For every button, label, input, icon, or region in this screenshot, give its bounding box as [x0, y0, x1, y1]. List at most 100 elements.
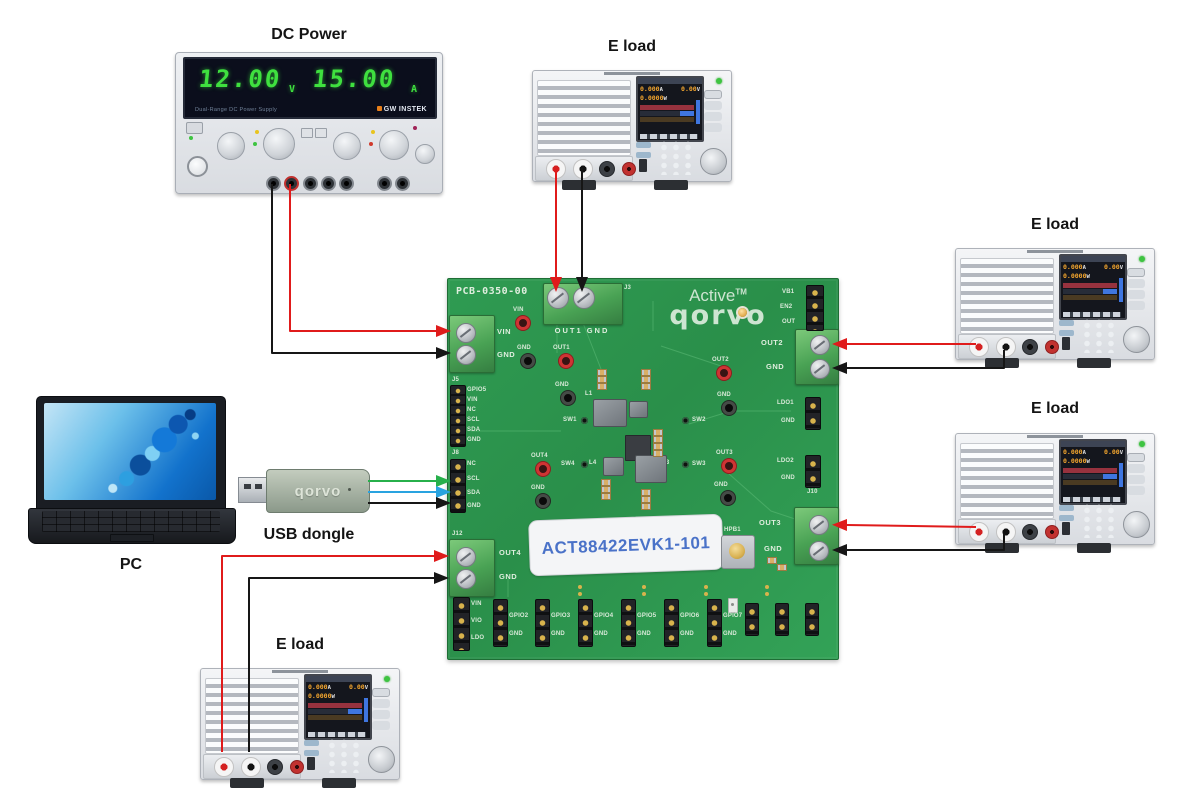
pc-label: PC [119, 556, 143, 573]
capacitor [597, 376, 607, 383]
cv-led-2 [371, 130, 375, 134]
j8-pin-label: GND [467, 503, 481, 509]
eload-menu-bar-3 [1063, 295, 1117, 300]
eload-screen-readout-row: 0.000A 0.00V [1061, 262, 1125, 272]
eload-current-unit: A [327, 685, 331, 691]
current-unit: A [411, 84, 418, 95]
out2-screw-pos [810, 335, 830, 355]
gpio-label: GPIO5 [637, 613, 657, 619]
output-jack-neg [266, 176, 281, 191]
pc-laptop: PC [28, 396, 236, 573]
gpio-label: GPIO3 [551, 613, 571, 619]
output-jack-gnd [303, 176, 318, 191]
eload-mode-buttons [1059, 505, 1074, 511]
eload-softkey-bar [1063, 312, 1121, 317]
eload-terminal-panel [535, 156, 636, 181]
output-button [186, 122, 203, 134]
eload-voltage-value: 0.00 [349, 683, 365, 691]
capacitor [653, 450, 663, 457]
inductor-l2 [629, 401, 648, 418]
capacitor [653, 429, 663, 436]
cc-led [253, 142, 257, 146]
vin-term-label: VIN [497, 327, 512, 336]
eload-power-unit: W [1086, 459, 1090, 465]
output-jack-ch2-neg [321, 176, 336, 191]
header-small-3 [805, 603, 819, 636]
jumper-pads [642, 585, 646, 589]
eload-power-value: 0.0000 [308, 692, 332, 700]
eload-power-row: 0.0000W [1061, 457, 1125, 466]
eload-keypad [656, 141, 696, 175]
capacitor [777, 564, 787, 571]
capacitor [601, 486, 611, 493]
header-j5 [450, 385, 466, 447]
eload-sense-terminal [1022, 524, 1038, 540]
eload-knob [1123, 326, 1150, 353]
ldo2-gnd-label: GND [781, 475, 795, 481]
eload-foot [322, 778, 356, 788]
sw2-label: SW2 [692, 417, 706, 423]
eload-menu-bar-2 [1063, 474, 1117, 479]
out3-screw-pos [809, 515, 829, 535]
capacitor [641, 503, 651, 510]
dongle-brand: qorvo [294, 482, 342, 500]
j12-screw-out4 [456, 547, 476, 567]
eload-power-led [1139, 441, 1145, 447]
j12-ref: J12 [452, 531, 463, 537]
eload-pos-terminal [969, 522, 989, 542]
d1-led [728, 598, 738, 613]
header-gpio7 [707, 599, 722, 647]
tr-pin-label: EN2 [780, 304, 793, 310]
gpio-label: GPIO4 [594, 613, 614, 619]
eload-screen-readout-row: 0.000A 0.00V [638, 84, 702, 94]
tp-out2 [717, 366, 731, 380]
header-j8 [450, 459, 466, 513]
eload-scroll-bar [1119, 278, 1123, 302]
dc-supply-series-text: Dual-Range DC Power Supply [195, 106, 278, 113]
j5-pin-label: GND [467, 437, 481, 443]
cc-led-2 [369, 142, 373, 146]
eload-screen-header [638, 78, 702, 84]
eload-current-unit: A [1082, 450, 1086, 456]
eload-function-buttons [1127, 453, 1145, 462]
eload-function-buttons [704, 90, 722, 99]
terminal-vin [449, 315, 495, 373]
aux-jack-neg [377, 176, 392, 191]
capacitor [597, 369, 607, 376]
eload-current-value: 0.000 [1063, 448, 1083, 456]
tp-out4-label: OUT4 [531, 453, 548, 459]
gpio-gnd-label: GND [680, 631, 694, 637]
header-gpio5 [621, 599, 636, 647]
eload-scroll-bar [1119, 463, 1123, 487]
laptop-screen [44, 403, 216, 500]
capacitor [641, 383, 651, 390]
eload-voltage-unit: V [696, 87, 700, 93]
current-readout: 15.00 [311, 65, 397, 93]
out2-screw-gnd [810, 359, 830, 379]
eload-scroll-bar [696, 100, 700, 124]
pcb-traces [471, 301, 802, 597]
eload-function-buttons [1127, 268, 1145, 277]
gpio-gnd-label: GND [594, 631, 608, 637]
eload-aux-terminal [1045, 525, 1059, 539]
output-jack-pos [284, 176, 299, 191]
tp-vin [516, 316, 530, 330]
out3-screw-gnd [809, 541, 829, 561]
eload-menu-bar-3 [1063, 480, 1117, 485]
qorvo-logo: ActiveTM qorvo [653, 287, 783, 329]
eload-screen-readout-row: 0.000A 0.00V [1061, 447, 1125, 457]
vin-screw-pos [456, 323, 476, 343]
eload-power-value: 0.0000 [640, 94, 664, 102]
jumper-pads [578, 585, 582, 589]
fine-knob [415, 144, 435, 164]
eload-mode-buttons [1059, 320, 1074, 326]
push-button [721, 535, 755, 569]
tracking-button-1 [301, 128, 313, 138]
gpio-gnd-label: GND [509, 631, 523, 637]
sw4-label: SW4 [561, 461, 575, 467]
dongle-shell: qorvo [266, 469, 370, 513]
eload-current-unit: A [1082, 265, 1086, 271]
eload-power-unit: W [663, 96, 667, 102]
tp-gnd [561, 391, 575, 405]
j8-pin-label: NC [467, 461, 477, 467]
